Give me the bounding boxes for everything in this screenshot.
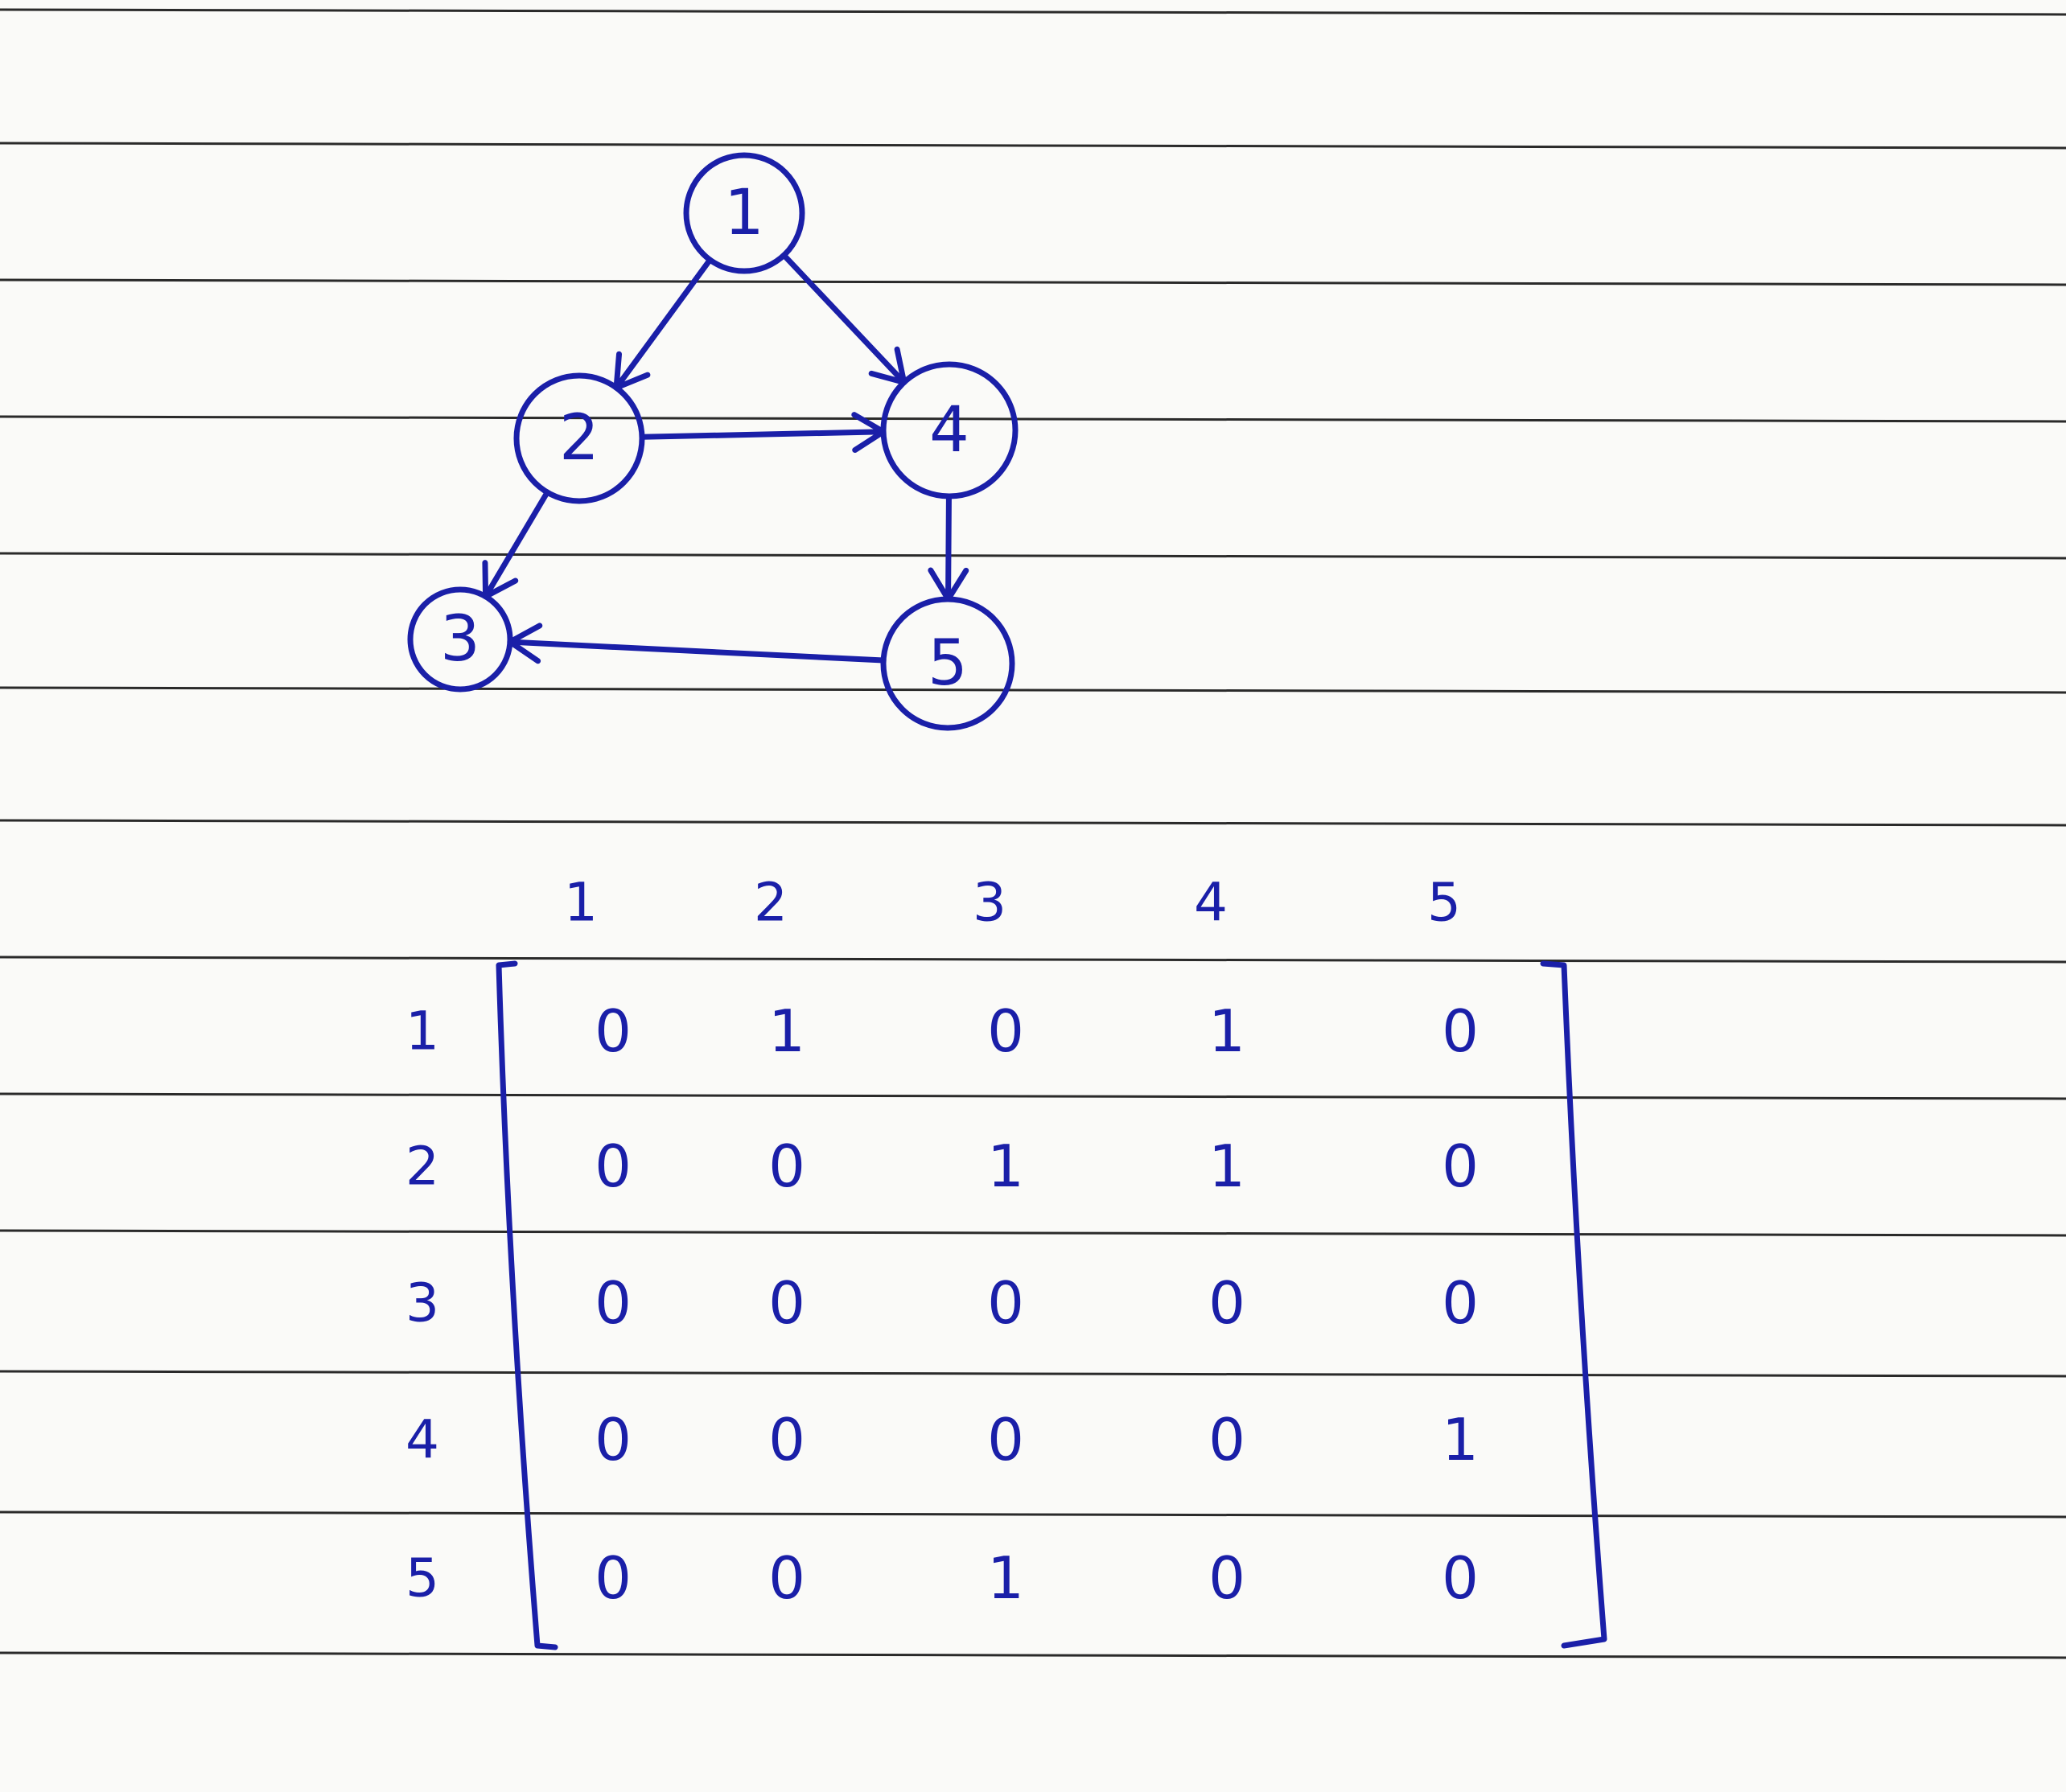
matrix-cell: 0 — [1442, 1132, 1479, 1200]
edge-5-to-3 — [507, 623, 887, 664]
matrix-cell: 0 — [595, 1132, 632, 1200]
matrix-row: 0 1 0 1 0 — [595, 997, 1479, 1065]
node-1: 1 — [683, 152, 805, 274]
ruled-line — [0, 1370, 2066, 1378]
matrix-row: 0 0 0 0 0 — [595, 1269, 1479, 1337]
matrix-cell: 0 — [768, 1132, 805, 1200]
matrix-cell: 1 — [1208, 1132, 1245, 1200]
adjacency-matrix: 1 2 3 4 5 1 2 3 4 5 0 1 0 1 0 0 0 1 1 0 0 0 0 0 0 0 0 0 0 1 0 0 1 0 0 — [405, 872, 1607, 1650]
graph-edges — [482, 252, 969, 664]
edge-line — [507, 639, 887, 664]
edge-line — [613, 257, 713, 391]
matrix-cell: 0 — [1208, 1544, 1245, 1612]
matrix-cell: 0 — [768, 1406, 805, 1473]
column-header-1: 1 — [564, 872, 598, 934]
matrix-cell: 0 — [768, 1269, 805, 1337]
matrix-right-bracket — [1540, 960, 1607, 1649]
column-header-5: 5 — [1427, 872, 1461, 934]
ruled-line — [0, 552, 2066, 560]
node-4: 4 — [880, 361, 1019, 499]
column-header-3: 3 — [973, 872, 1006, 934]
node-circle — [513, 372, 645, 504]
node-label: 1 — [724, 177, 764, 249]
node-2: 2 — [513, 372, 645, 504]
node-5: 5 — [880, 596, 1015, 731]
ruled-lines — [0, 8, 2066, 1659]
matrix-cell: 0 — [595, 1269, 632, 1337]
edge-line — [483, 489, 550, 600]
ruled-line — [0, 1229, 2066, 1237]
edge-line — [780, 252, 907, 385]
matrix-cell: 1 — [987, 1132, 1024, 1200]
matrix-cell: 0 — [1442, 997, 1479, 1065]
ruled-line — [0, 415, 2066, 423]
matrix-cell: 1 — [768, 997, 805, 1065]
matrix-row: 0 0 0 0 1 — [595, 1406, 1479, 1473]
column-header-2: 2 — [754, 872, 788, 934]
directed-graph: 1 2 3 4 5 — [407, 152, 1019, 731]
graph-nodes: 1 2 3 4 5 — [407, 152, 1019, 731]
ruled-line — [0, 1510, 2066, 1519]
node-circle — [880, 361, 1019, 499]
matrix-column-headers: 1 2 3 4 5 — [564, 872, 1461, 934]
node-label: 4 — [929, 394, 969, 466]
matrix-row-headers: 1 2 3 4 5 — [405, 1001, 439, 1609]
edge-1-to-2 — [613, 257, 713, 391]
matrix-cell: 0 — [595, 1544, 632, 1612]
matrix-cell: 0 — [768, 1544, 805, 1612]
node-label: 5 — [928, 627, 968, 700]
matrix-cell: 0 — [987, 1406, 1024, 1473]
ruled-line — [0, 819, 2066, 827]
matrix-cell: 1 — [987, 1544, 1024, 1612]
node-3: 3 — [407, 586, 513, 693]
row-header-3: 3 — [405, 1272, 439, 1334]
node-label: 2 — [559, 402, 599, 475]
ruled-line — [0, 1651, 2066, 1659]
ruled-line — [0, 686, 2066, 694]
matrix-cell: 1 — [1208, 997, 1245, 1065]
edge-1-to-4 — [780, 252, 907, 385]
matrix-cell: 0 — [987, 1269, 1024, 1337]
ruled-line — [0, 278, 2066, 286]
edge-4-to-5 — [928, 493, 969, 602]
node-circle — [880, 596, 1015, 731]
matrix-cell: 0 — [1442, 1269, 1479, 1337]
node-label: 3 — [440, 603, 480, 676]
edge-2-to-3 — [482, 489, 550, 600]
matrix-cell: 0 — [1442, 1544, 1479, 1612]
matrix-cell: 0 — [1208, 1406, 1245, 1473]
matrix-row: 0 0 1 0 0 — [595, 1544, 1479, 1612]
row-header-2: 2 — [405, 1136, 439, 1198]
matrix-cell: 0 — [595, 997, 632, 1065]
row-header-4: 4 — [405, 1409, 439, 1471]
matrix-cells: 0 1 0 1 0 0 0 1 1 0 0 0 0 0 0 0 0 0 0 1 0 0 1 0 0 — [595, 997, 1479, 1612]
matrix-cell: 0 — [595, 1406, 632, 1473]
edge-2-to-4 — [639, 412, 887, 454]
ruled-line — [0, 956, 2066, 964]
matrix-cell: 1 — [1442, 1406, 1479, 1473]
node-circle — [407, 586, 513, 693]
matrix-cell: 0 — [987, 997, 1024, 1065]
ruled-line — [0, 8, 2066, 16]
row-header-5: 5 — [405, 1547, 439, 1609]
ruled-line — [0, 142, 2066, 150]
matrix-row: 0 0 1 1 0 — [595, 1132, 1479, 1200]
node-circle — [683, 152, 805, 274]
matrix-cell: 0 — [1208, 1269, 1245, 1337]
column-header-4: 4 — [1194, 872, 1228, 934]
ruled-line — [0, 1092, 2066, 1100]
row-header-1: 1 — [405, 1001, 439, 1062]
matrix-left-bracket — [496, 960, 558, 1650]
edge-line — [639, 429, 887, 440]
